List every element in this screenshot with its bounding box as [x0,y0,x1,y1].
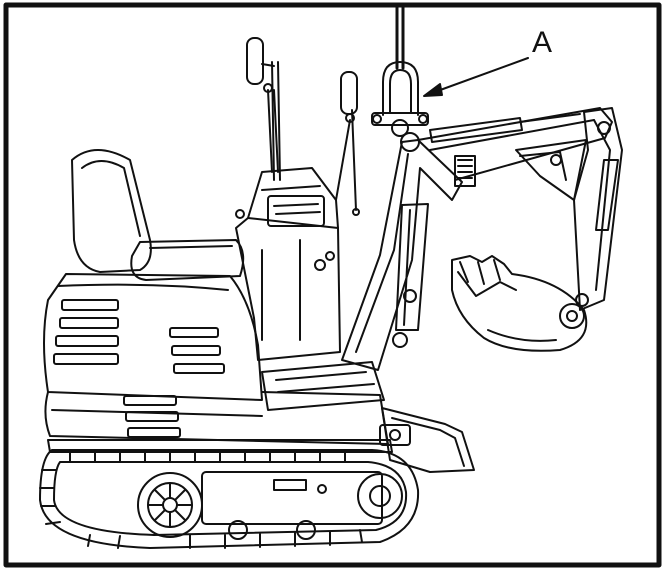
dozer-blade [379,407,475,473]
dipper-arm [515,107,623,311]
callout-label-a: A [532,26,553,59]
operator-seat [71,149,245,281]
mirror-left [246,37,281,181]
callout-leader [423,57,529,97]
lifting-shackle [371,61,429,137]
engine-cover [43,273,389,445]
track-undercarriage [39,439,420,549]
boom-arm [341,107,613,371]
mirror-right [340,71,360,216]
control-console [235,83,355,361]
bucket [451,255,589,352]
figure-frame [3,2,662,568]
lifting-cable [395,4,405,70]
